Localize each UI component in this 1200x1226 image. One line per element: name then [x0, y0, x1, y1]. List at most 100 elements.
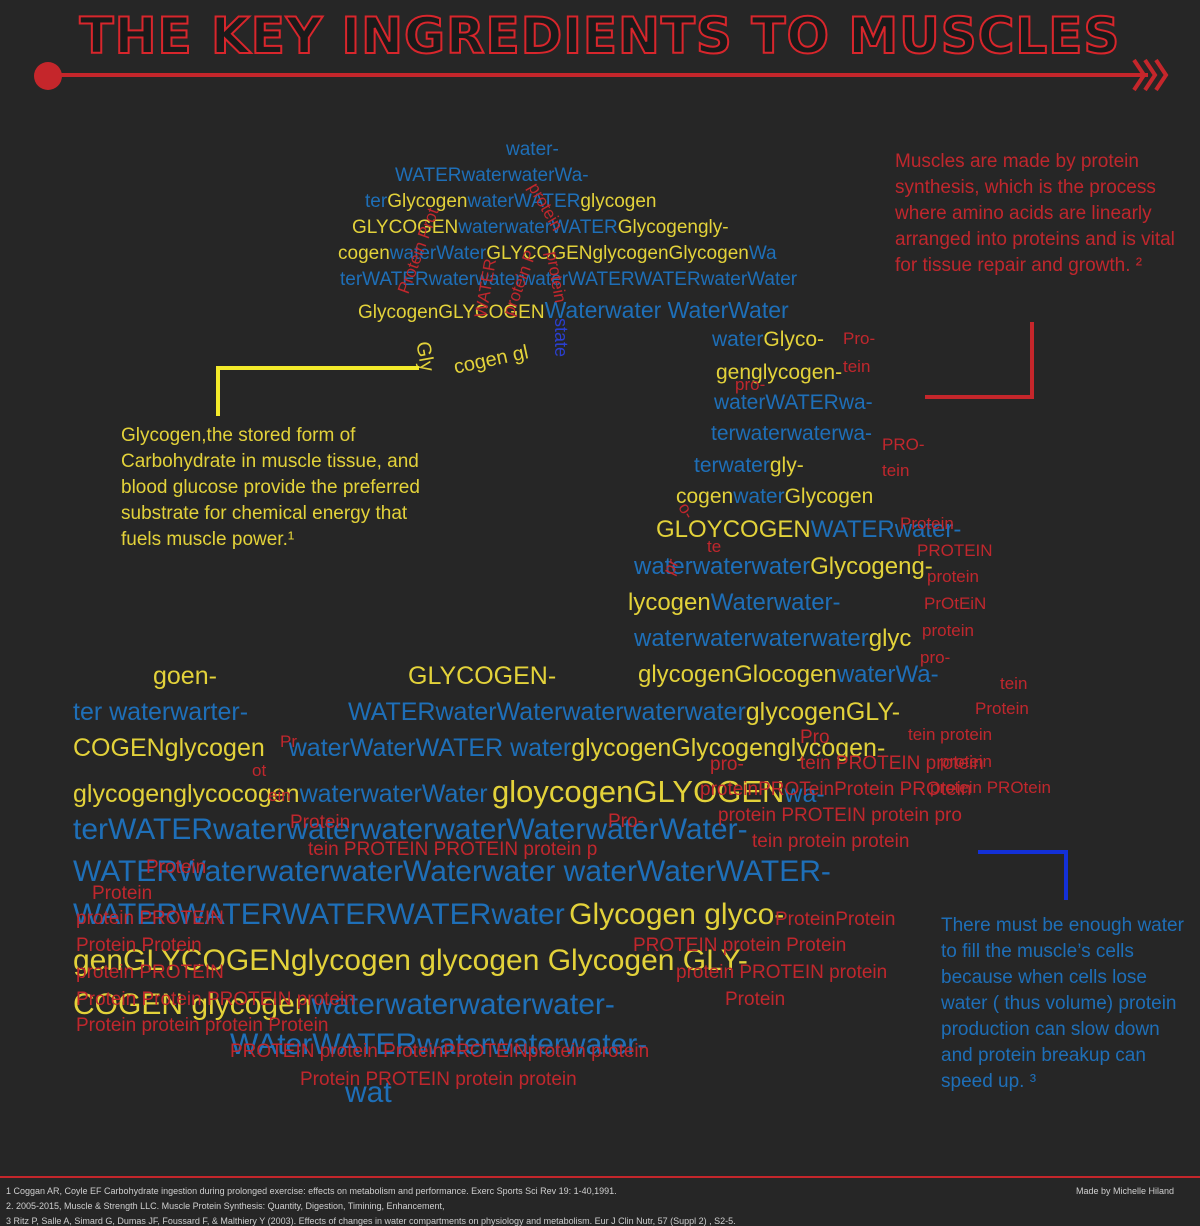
cloud-word: waterwaterWater [299, 780, 488, 808]
cloud-arm-protein: PRO- [882, 435, 925, 454]
cloud-word: gloycogenGLYOGEN [492, 774, 785, 809]
cloud-arm-protein: tein [843, 357, 871, 376]
protein-callout-line [1030, 322, 1034, 399]
cloud-arm-protein: PrOtEiN [924, 594, 987, 613]
cloud-arm-2: genglycogen- [716, 361, 843, 384]
cloud-body-protein: ein [268, 786, 291, 805]
cloud-word: glyc [868, 625, 912, 652]
page-title: THE KEY INGREDIENTS TO MUSCLES [79, 6, 1121, 66]
cloud-body-protein: Protein [146, 857, 207, 878]
cloud-arm-10: waterwaterwaterwaterglyc [634, 627, 911, 651]
cloud-arm-protein: tein protein [908, 725, 993, 744]
cloud-word: cogen [676, 485, 734, 508]
cloud-word: COGENglycogen [73, 734, 265, 762]
cloud-word: WATERwater- [810, 516, 962, 543]
cloud-arm-protein: tein [1000, 674, 1028, 693]
cloud-arm-8: waterwaterwaterGlycogeng- [634, 555, 933, 579]
cloud-body-8: genGLYCOGENglycogen glycogen Glycogen GL… [73, 944, 748, 977]
cloud-word: Waterwater- [710, 589, 841, 616]
cloud-body-protein: ot [252, 761, 267, 780]
cloud-word: WATERWATERWATERWATER [73, 898, 492, 931]
cloud-body-protein: ProteinProtein [775, 909, 896, 930]
cloud-arm-7: GLOYCOGENWATERwater- [656, 518, 961, 542]
cloud-arm-protein: protein [927, 567, 979, 586]
cloud-word: water [733, 485, 785, 508]
cloud-word: Glycogen [387, 191, 468, 212]
cloud-arm-protein: protein PROtein [930, 778, 1051, 797]
cloud-word: lycogen [628, 589, 711, 616]
cloud-body-1b: GLYCOGEN- [408, 662, 557, 690]
cloud-word: glycogenGLY- [745, 698, 901, 726]
cloud-word: COGEN glycogen [73, 988, 312, 1021]
cloud-body-protein: PROTEIN protein Protein [633, 935, 847, 956]
cloud-head-6: terWATERwaterwaterwaterWATERWATERwaterWa… [340, 269, 798, 290]
cloud-word: water [712, 328, 764, 351]
water-callout-line [978, 850, 1068, 854]
cloud-body-protein: Protein [725, 989, 786, 1010]
cloud-body-5: terWATERwaterwaterwaterwaterWaterwaterWa… [73, 813, 748, 846]
water-callout-line [1064, 850, 1068, 900]
cloud-word: waterWater [389, 243, 487, 264]
cloud-body-11: wat [345, 1076, 392, 1109]
header-rule [48, 73, 1148, 77]
cloud-word: GLYCOGENglycogenGlycogen [486, 243, 749, 264]
cloud-head-5: cogenwaterWaterGLYCOGENglycogenGlycogenW… [338, 244, 777, 263]
cloud-head-1: water- [506, 139, 559, 160]
cloud-body-10: WAterWATERwaterwaterwater- [230, 1028, 648, 1061]
cloud-head-4: GLYCOGENwaterwaterWATERGlycogengly- [352, 218, 729, 237]
cloud-arm-protein: tein [882, 461, 910, 480]
cloud-body-protein: Protein PROTEIN protein protein [300, 1069, 577, 1090]
cloud-word: cogen [338, 243, 390, 264]
cloud-arm-protein: PROTEIN [917, 541, 993, 560]
cloud-word: terwater [694, 454, 770, 477]
cloud-body-2a: ter waterwarter- [73, 698, 249, 726]
cloud-head-7: GlycogenGLYCOGENWaterwater WaterWater [358, 299, 789, 323]
cloud-body-protein: proteinPROTeinProtein PROtein [700, 779, 972, 800]
cloud-word: Glycogen [784, 485, 874, 508]
cloud-body-3: COGENglycogen waterWaterWATER waterglycog… [73, 736, 885, 761]
cloud-arm-11: glycogenGlocogenwaterWa- [638, 663, 939, 687]
cloud-arm-9: lycogenWaterwater- [628, 591, 841, 615]
cloud-head-state: state [551, 318, 571, 358]
cloud-word: gly- [769, 454, 804, 477]
cloud-head-3: terGlycogenwaterWATERglycogen [365, 192, 656, 211]
cloud-arm-6: cogenwaterGlycogen [676, 486, 873, 507]
cloud-word: Wa [748, 243, 777, 264]
reference-1: 1 Coggan AR, Coyle EF Carbohydrate inges… [6, 1186, 617, 1196]
cloud-arm-4: terwaterwaterwa- [711, 422, 873, 445]
cloud-word: waterwaterwater [634, 553, 811, 580]
footer-rule [0, 1176, 1200, 1178]
cloud-word: ter [365, 191, 388, 212]
cloud-arm-protein: Protein [975, 699, 1029, 718]
cloud-body-protein: Pr [280, 732, 297, 751]
cloud-arm-protein: protein [922, 621, 974, 640]
cloud-body-protein: tein protein protein [752, 831, 910, 852]
glycogen-note: Glycogen,the stored form of Carbohydrate… [121, 425, 420, 550]
cloud-body-9: COGEN glycogenwaterwaterwaterwater- [73, 990, 615, 1020]
reference-3: 3 Ritz P, Salle A, Simard G, Dumas JF, F… [6, 1216, 736, 1226]
cloud-body-protein: Protein [92, 883, 153, 904]
cloud-word: Glycogeng- [810, 553, 933, 580]
cloud-word: waterwaterWATER [458, 217, 618, 238]
cloud-arm-protein: protein [940, 752, 992, 771]
cloud-body-protein: pro- [710, 754, 744, 775]
cloud-word: glycogenGlycogenglycogen- [571, 734, 886, 762]
cloud-body-protein: Protein protein protein Protein [76, 1015, 329, 1036]
cloud-word: waterWaterWATER water [288, 734, 572, 762]
cloud-body-6: WATERWaterwaterwaterWaterwater waterWate… [73, 855, 831, 888]
cloud-word: wa- [784, 780, 825, 808]
cloud-head-9: cogen gl [451, 341, 531, 379]
cloud-body-protein: Pro- [608, 811, 644, 832]
cloud-word: waterwaterwaterwater [634, 625, 869, 652]
cloud-body-protein: Protein [290, 812, 351, 833]
credit: Made by Michelle Hiland [1076, 1186, 1175, 1196]
protein-note: Muscles are made by protein synthesis, w… [895, 151, 1175, 276]
glycogen-callout-line [216, 366, 220, 416]
cloud-word: GLYCOGEN [352, 217, 459, 238]
cloud-body-protein: tein PROTEIN PROTEIN protein p [308, 839, 598, 860]
cloud-body-7: WATERWATERWATERWATERwater Glycogen glyco… [73, 900, 784, 930]
arrow-fletching-icon [1132, 58, 1169, 92]
cloud-body-protein: protein PROTEIN protein pro [718, 805, 962, 826]
reference-2: 2. 2005-2015, Muscle & Strength LLC. Mus… [6, 1201, 445, 1211]
cloud-body-protein: Protein Protein [76, 935, 202, 956]
